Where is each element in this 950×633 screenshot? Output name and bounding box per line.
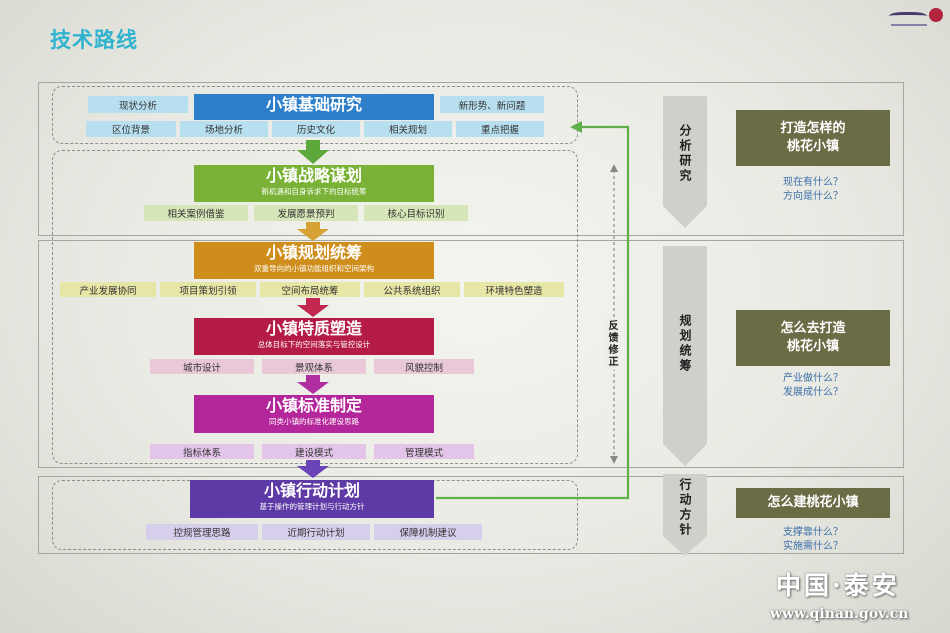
- stage-planning: 小镇规划统筹 双重导向的小镇功能组织和空间架构: [194, 242, 434, 279]
- stage-character: 小镇特质塑造 总体目标下的空间落实与管控设计: [194, 318, 434, 355]
- stage-planning-subtitle: 双重导向的小镇功能组织和空间架构: [254, 264, 374, 273]
- question-box-action: 怎么建桃花小镇: [736, 488, 890, 518]
- tag-spatial-layout: 空间布局统筹: [260, 282, 360, 297]
- tag-safeguard: 保障机制建议: [374, 524, 482, 540]
- stage-strategy-title: 小镇战略谋划: [265, 166, 362, 185]
- tag-public-systems: 公共系统组织: [364, 282, 460, 297]
- phase-arrow-action: [663, 474, 707, 556]
- tag-style-control: 风貌控制: [374, 359, 474, 374]
- section-frame-analysis: [38, 82, 904, 236]
- question-sub-action: 支撑靠什么？ 实施需什么？: [736, 526, 890, 554]
- question-box-analysis: 打造怎样的 桃花小镇: [736, 110, 890, 166]
- phase-label-action: 行动方针: [678, 478, 692, 538]
- question-sub-action-2: 实施需什么？: [783, 541, 843, 552]
- stage-character-subtitle: 总体目标下的空间落实与管控设计: [257, 340, 371, 349]
- flow-arrow-5-head: [297, 466, 329, 478]
- tag-regulatory-plan: 控规管理思路: [146, 524, 258, 540]
- stage-standards-subtitle: 同类小镇的标准化建设思路: [269, 417, 359, 426]
- tag-location: 区位背景: [86, 121, 176, 137]
- stage-standards: 小镇标准制定 同类小镇的标准化建设思路: [194, 395, 434, 433]
- page-title: 技术路线: [50, 28, 138, 52]
- phase-arrow-planning: [663, 246, 707, 466]
- tag-urban-design: 城市设计: [150, 359, 254, 374]
- stage-character-title: 小镇特质塑造: [265, 319, 362, 338]
- flow-arrow-4: [306, 375, 320, 383]
- stage-action-plan-title: 小镇行动计划: [263, 481, 360, 500]
- question-sub-analysis-1: 现在有什么？: [783, 177, 843, 188]
- phase-arrow-analysis: [663, 96, 707, 228]
- tag-project-planning: 项目策划引领: [160, 282, 256, 297]
- flow-arrow-4-head: [297, 382, 329, 394]
- tag-environment: 环境特色塑造: [464, 282, 564, 297]
- section-frame-action: [38, 476, 904, 554]
- flow-arrow-5: [306, 460, 320, 468]
- stage-strategy: 小镇战略谋划 新机遇和自身诉求下的目标统筹: [194, 165, 434, 202]
- stage-basic-research-title: 小镇基础研究: [265, 95, 362, 114]
- question-box-planning: 怎么去打造 桃花小镇: [736, 310, 890, 366]
- flow-arrow-1-head: [297, 150, 329, 164]
- watermark-name: 中国·泰安: [776, 571, 900, 600]
- stage-action-plan: 小镇行动计划 基于操作的管理计划与行动方针: [190, 480, 434, 518]
- stage-planning-title: 小镇规划统筹: [265, 243, 362, 262]
- feedback-label: 反馈修正: [604, 318, 619, 370]
- question-sub-action-1: 支撑靠什么？: [783, 527, 843, 538]
- tag-near-term-plan: 近期行动计划: [262, 524, 370, 540]
- tag-industry: 产业发展协同: [60, 282, 156, 297]
- tag-status-analysis: 现状分析: [88, 96, 188, 113]
- stage-strategy-subtitle: 新机遇和自身诉求下的目标统筹: [261, 187, 367, 196]
- flow-arrow-2: [306, 222, 320, 230]
- tag-management-mode: 管理模式: [374, 444, 474, 459]
- tag-site-analysis: 场地分析: [180, 121, 268, 137]
- question-sub-analysis-2: 方向是什么？: [783, 191, 843, 202]
- stage-basic-research: 小镇基础研究: [194, 94, 434, 120]
- tag-index-system: 指标体系: [150, 444, 254, 459]
- tag-history-culture: 历史文化: [272, 121, 360, 137]
- tag-vision-forecast: 发展愿景预判: [254, 205, 358, 221]
- phase-label-planning: 规划统筹: [678, 314, 692, 374]
- flow-arrow-2-head: [297, 229, 329, 241]
- logo: [885, 6, 943, 30]
- watermark-url: www.qinan.gov.cn: [770, 606, 909, 622]
- flow-arrow-3-head: [297, 305, 329, 317]
- tag-construction-mode: 建设模式: [262, 444, 366, 459]
- section-frame-planning: [38, 240, 904, 468]
- question-sub-planning-1: 产业做什么？: [783, 373, 843, 384]
- question-sub-analysis: 现在有什么？ 方向是什么？: [736, 176, 890, 204]
- flow-arrow-1: [306, 140, 320, 150]
- feedback-arrow: [436, 121, 630, 500]
- stage-action-plan-subtitle: 基于操作的管理计划与行动方针: [259, 502, 365, 511]
- tag-new-situation: 新形势、新问题: [440, 96, 544, 113]
- stage-standards-title: 小镇标准制定: [265, 396, 362, 415]
- question-sub-planning-2: 发展成什么？: [783, 387, 843, 398]
- tag-landscape-system: 景观体系: [262, 359, 366, 374]
- tag-related-plans: 相关规划: [364, 121, 452, 137]
- phase-label-analysis: 分析研究: [678, 124, 692, 184]
- tag-key-points: 重点把握: [456, 121, 544, 137]
- question-sub-planning: 产业做什么？ 发展成什么？: [736, 372, 890, 400]
- tag-case-study: 相关案例借鉴: [144, 205, 248, 221]
- tag-core-goals: 核心目标识别: [364, 205, 468, 221]
- flow-arrow-3: [306, 298, 320, 306]
